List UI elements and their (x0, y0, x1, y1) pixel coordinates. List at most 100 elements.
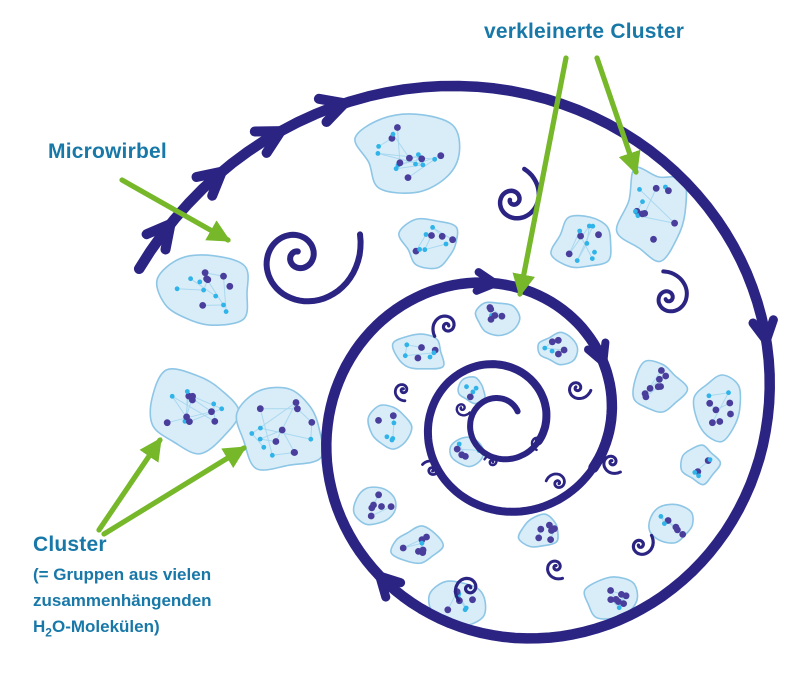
molecule-dot (498, 312, 506, 320)
molecule-dot (487, 305, 495, 313)
molecule-bond (568, 225, 590, 255)
molecule-dot (272, 438, 280, 445)
molecule-dot (547, 536, 554, 543)
water-cluster (390, 525, 445, 565)
molecule-dot (204, 276, 212, 284)
molecule-dot (671, 219, 678, 227)
molecule-bond (177, 288, 204, 291)
cluster-definition-line2: zusammenhängenden (33, 591, 212, 610)
molecule-bond (206, 278, 224, 306)
molecule-bond (192, 395, 222, 410)
annotation-arrow (101, 445, 247, 537)
molecule-dot (184, 389, 190, 394)
molecule-dot (294, 405, 301, 413)
molecule-dot (656, 375, 663, 383)
molecule-dot (261, 444, 267, 450)
molecule-bond (260, 427, 311, 440)
molecule-dot (413, 161, 418, 167)
molecule-dot (213, 293, 219, 299)
molecule-bond (259, 408, 273, 456)
molecule-dot (537, 525, 545, 533)
micro-vortex-curl (393, 383, 409, 403)
flow-arrowhead (584, 338, 610, 367)
molecule-dot (646, 385, 654, 392)
molecule-dot (375, 417, 382, 424)
molecule-dot (470, 389, 476, 395)
molecule-dot (269, 452, 275, 458)
molecule-dot (308, 419, 316, 426)
molecule-dot (542, 345, 548, 351)
molecule-dot (453, 445, 461, 453)
micro-vortex-curl (631, 533, 655, 556)
molecule-dot (464, 384, 469, 390)
molecule-bond (708, 392, 729, 397)
molecule-dot (650, 235, 657, 243)
water-cluster (391, 333, 445, 370)
molecule-bond (260, 429, 283, 440)
water-cluster (680, 444, 722, 486)
annotation-arrow (594, 55, 641, 176)
molecule-bond (377, 152, 435, 160)
label-verkleinerte-cluster: verkleinerte Cluster (484, 20, 685, 43)
molecule-dot (443, 241, 449, 247)
cluster-blob (615, 166, 688, 263)
annotation-arrow (119, 177, 231, 243)
molecule-dot (387, 503, 395, 510)
molecule-bond (457, 448, 480, 451)
molecule-dot (662, 372, 670, 380)
cluster-blob (149, 368, 240, 455)
molecule-bond (415, 155, 441, 165)
molecule-dot (188, 276, 194, 282)
molecule-dot (444, 606, 452, 614)
molecule-bond (251, 433, 265, 448)
molecule-dot (226, 282, 234, 290)
molecule-dot (183, 413, 191, 421)
molecule-dot (223, 309, 229, 314)
molecule-dot (554, 336, 562, 344)
cluster-blob (398, 217, 459, 270)
micro-vortex-curl (431, 314, 456, 338)
label-cluster-definition: (= Gruppen aus vielen zusammenhängenden … (33, 562, 212, 645)
molecule-dot (665, 187, 672, 195)
molecule-dot (278, 426, 286, 434)
cluster-definition-line3: H2O-Molekülen) (33, 617, 160, 640)
molecule-bond (586, 225, 590, 244)
molecule-dot (437, 152, 445, 160)
molecule-dot (641, 390, 649, 398)
molecule-dot (473, 385, 479, 391)
flow-arrowhead (472, 268, 500, 295)
cluster-blob (550, 214, 612, 269)
micro-vortex-curl (263, 231, 364, 305)
molecule-dot (706, 399, 714, 407)
molecule-dot (679, 531, 687, 538)
molecule-dot (292, 399, 300, 406)
molecule-bond (424, 243, 447, 251)
water-cluster (474, 301, 521, 337)
molecule-dot (707, 457, 713, 462)
spiral-segment (423, 360, 601, 516)
label-microwirbel: Microwirbel (48, 140, 167, 163)
molecule-dot (430, 225, 435, 230)
label-cluster: Cluster (33, 533, 107, 556)
molecule-bond (637, 215, 675, 224)
molecule-dot (652, 184, 660, 192)
molecule-dot (607, 596, 615, 603)
molecule-dot (456, 441, 462, 447)
molecule-dot (404, 174, 412, 182)
molecule-dot (664, 517, 672, 524)
molecule-dot (402, 353, 408, 359)
molecule-dot (221, 302, 226, 308)
molecule-dot (396, 159, 404, 167)
molecule-dot (208, 408, 215, 416)
molecule-dot (417, 247, 422, 252)
molecule-bond (392, 422, 395, 439)
molecule-dot (423, 533, 430, 541)
water-cluster (615, 166, 688, 263)
molecule-dot (574, 258, 580, 263)
cluster-blob (367, 404, 413, 450)
flow-arrowhead (249, 126, 286, 158)
molecule-dot (615, 598, 622, 605)
water-cluster (352, 486, 397, 526)
molecule-dot (584, 241, 590, 246)
molecule-bond (171, 395, 216, 422)
